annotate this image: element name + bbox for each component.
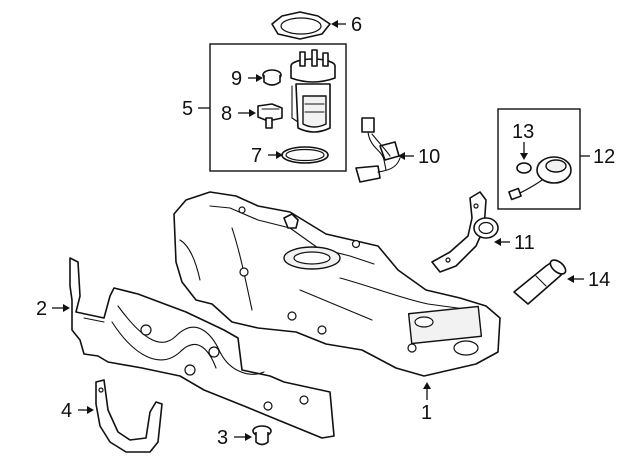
filler-hose-drawing[interactable] [513, 257, 568, 305]
arrowhead-10 [398, 152, 405, 160]
callout-3[interactable]: 3 [217, 427, 228, 449]
callout-13[interactable]: 13 [512, 121, 534, 143]
o-ring-seal-drawing[interactable] [281, 146, 329, 164]
push-pin-clip-drawing[interactable] [252, 425, 272, 446]
heat-shield-drawing[interactable] [69, 257, 335, 439]
wiring-harness-drawing[interactable] [355, 117, 401, 183]
fuel-pump-module-drawing[interactable] [290, 49, 336, 133]
arrowhead-6 [331, 20, 338, 28]
filler-neck-bracket-drawing[interactable] [431, 191, 499, 273]
arrowhead-13 [520, 153, 528, 160]
callout-11[interactable]: 11 [514, 232, 535, 254]
callout-2[interactable]: 2 [36, 298, 47, 320]
arrowhead-9 [256, 74, 263, 82]
pressure-sensor-drawing[interactable] [257, 103, 283, 129]
callout-9[interactable]: 9 [231, 68, 242, 90]
lock-ring-drawing[interactable] [271, 11, 331, 40]
arrowhead-7 [276, 151, 283, 159]
arrowhead-8 [249, 109, 256, 117]
arrowhead-2 [63, 304, 70, 312]
check-valve-cap-drawing[interactable] [262, 69, 282, 86]
arrowhead-14 [567, 275, 574, 283]
arrowhead-4 [87, 406, 94, 414]
fuel-cap-drawing[interactable] [508, 156, 572, 201]
cap-kit-group-box [497, 108, 581, 210]
callout-5[interactable]: 5 [182, 98, 193, 120]
callout-6[interactable]: 6 [351, 14, 362, 36]
tank-strap-drawing[interactable] [95, 379, 163, 453]
arrowhead-3 [245, 433, 252, 441]
arrowhead-1 [423, 382, 431, 389]
cap-seal-drawing[interactable] [516, 162, 532, 174]
fuel-tank-drawing[interactable] [173, 191, 501, 377]
callout-7[interactable]: 7 [251, 145, 262, 167]
callout-8[interactable]: 8 [221, 103, 232, 125]
arrowhead-11 [494, 238, 501, 246]
callout-10[interactable]: 10 [418, 146, 440, 168]
callout-1[interactable]: 1 [421, 402, 432, 424]
callout-4[interactable]: 4 [61, 400, 72, 422]
callout-14[interactable]: 14 [588, 269, 610, 291]
callout-12[interactable]: 12 [593, 146, 615, 168]
